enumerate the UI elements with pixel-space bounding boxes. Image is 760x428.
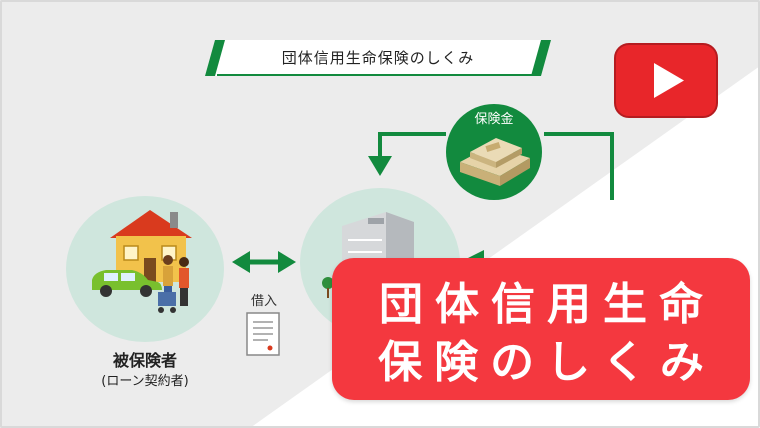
title-bar — [205, 40, 551, 76]
insured-label: 被保険者 — [112, 351, 177, 370]
banner-line-1: 団体信用生命 — [379, 279, 715, 330]
tree-icon — [322, 277, 334, 298]
car-icon — [92, 270, 162, 297]
loan-label: 借入 — [250, 294, 277, 309]
banner-line-2: 保険のしくみ — [378, 337, 716, 388]
youtube-play-icon[interactable] — [614, 43, 718, 118]
diagram-title: 団体信用生命保険のしくみ — [281, 49, 475, 67]
money-label: 保険金 — [474, 112, 514, 127]
title-banner — [332, 258, 750, 400]
house-icon — [110, 210, 192, 282]
borrower-label: (ローン契約者) — [101, 374, 189, 389]
family-icon — [158, 255, 189, 313]
money-bundle-icon — [460, 138, 530, 186]
document-icon — [246, 312, 280, 356]
